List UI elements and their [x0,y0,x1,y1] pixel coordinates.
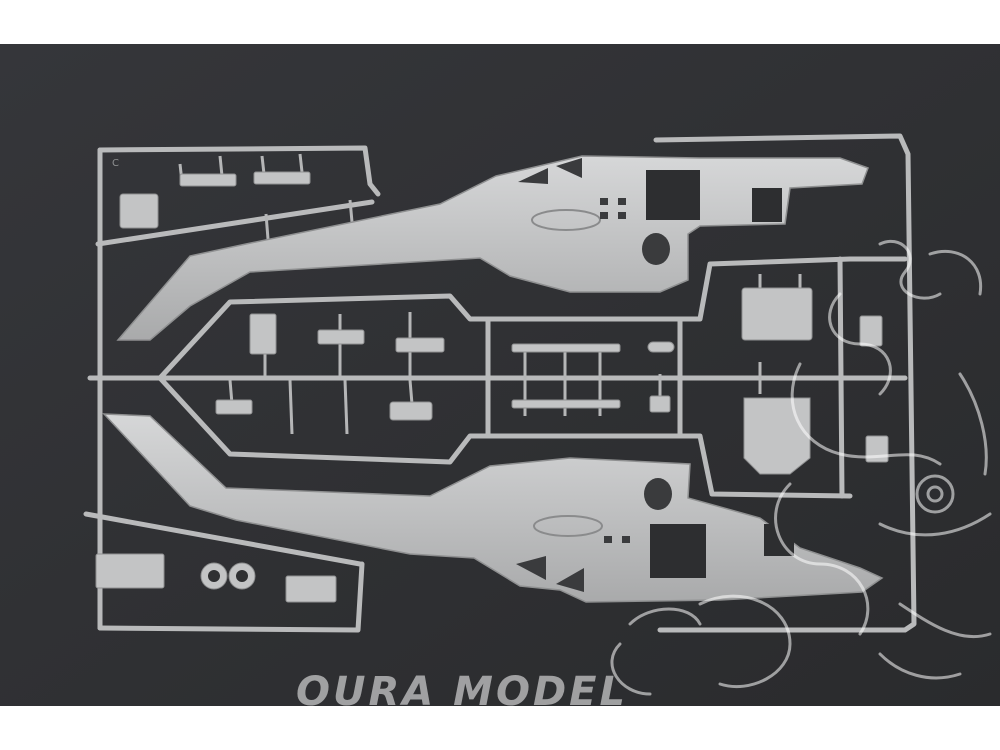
kit-sprue-photo: C [0,44,1000,706]
window-opening [646,170,700,220]
sprue-letter: C [112,158,119,169]
dragon-watermark [610,239,992,696]
intake-hole [642,233,670,265]
sprue-illustration: C [0,44,1000,706]
upper-fuselage-half [116,155,869,341]
window-opening [650,524,706,578]
panel-oval [531,209,601,231]
window-opening [752,188,782,222]
intake-hole [644,478,672,510]
lower-fuselage-half [102,413,884,603]
small-parts [95,171,889,603]
dark-background [0,44,1000,706]
sprue-frame [83,133,917,633]
panel-oval [533,515,603,537]
watermark-logo-text: OURA MODEL [296,669,628,715]
